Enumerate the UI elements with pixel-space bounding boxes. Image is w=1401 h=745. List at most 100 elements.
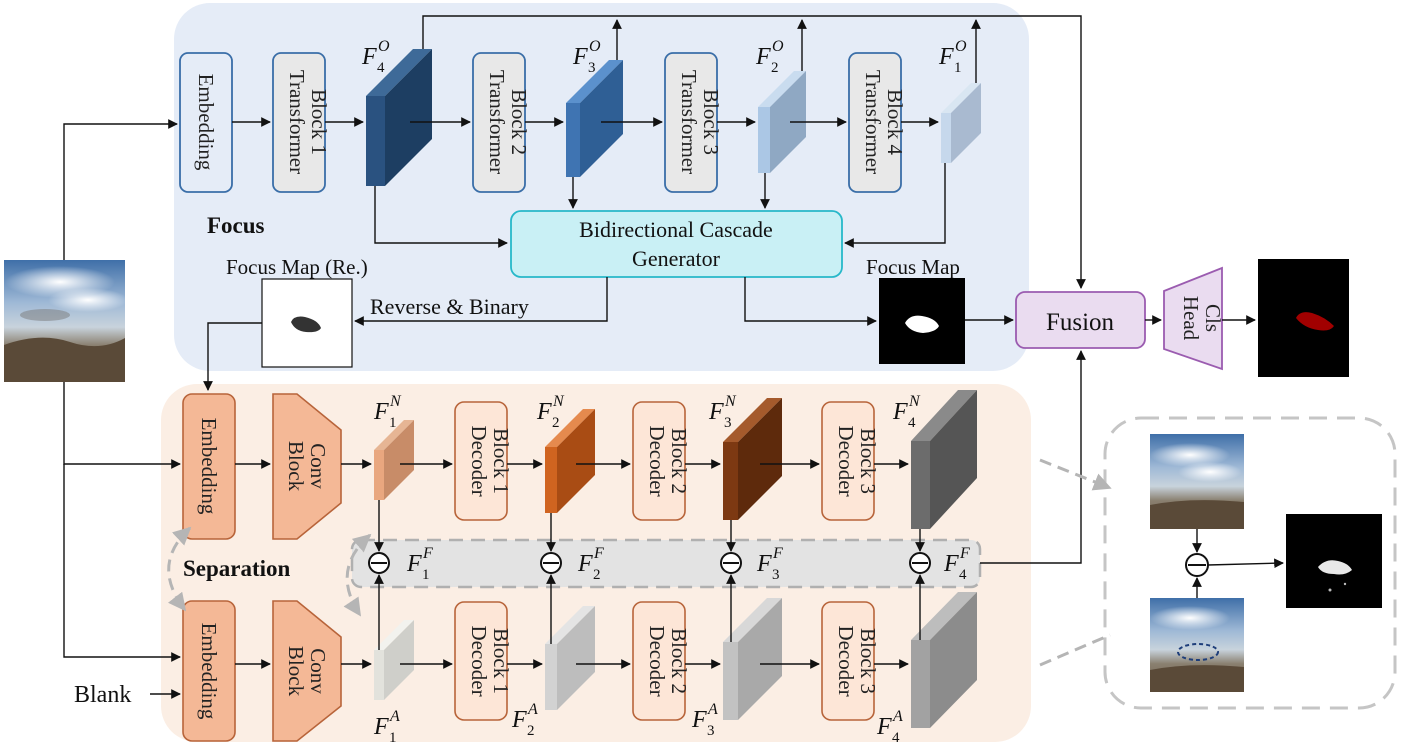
svg-text:F: F bbox=[755, 44, 771, 70]
svg-text:O: O bbox=[955, 38, 967, 55]
focus-map-re-label: Focus Map (Re.) bbox=[226, 255, 368, 279]
svg-text:1: 1 bbox=[422, 567, 430, 583]
output-mask-image bbox=[1258, 259, 1349, 377]
svg-text:2: 2 bbox=[552, 415, 560, 431]
svg-text:O: O bbox=[378, 38, 390, 55]
feature-f4-f-label: F F 4 bbox=[943, 545, 970, 583]
subtract-icon bbox=[720, 552, 742, 574]
fusion-label: Fusion bbox=[1046, 309, 1115, 336]
transformer-block-3: Transformer Block 3 bbox=[664, 52, 723, 193]
sep-embedding-bottom bbox=[182, 600, 236, 742]
feature-f4-o-block bbox=[366, 49, 432, 186]
svg-text:2: 2 bbox=[771, 60, 779, 76]
svg-text:1: 1 bbox=[954, 60, 962, 76]
svg-text:O: O bbox=[772, 38, 784, 55]
svg-text:A: A bbox=[389, 708, 400, 725]
svg-text:F: F bbox=[373, 714, 389, 740]
focus-section-label: Focus bbox=[207, 213, 265, 238]
svg-text:3: 3 bbox=[772, 567, 780, 583]
svg-text:Transformer: Transformer bbox=[861, 70, 885, 174]
decoder-block-2-top: Decoder Block 2 bbox=[632, 401, 691, 521]
svg-text:Decoder: Decoder bbox=[467, 625, 491, 696]
focus-map-re-image bbox=[261, 278, 353, 368]
feature-f2-o-block bbox=[758, 71, 806, 173]
svg-text:F: F bbox=[691, 707, 707, 733]
feature-f4-o-label: F O 4 bbox=[361, 38, 390, 76]
svg-text:A: A bbox=[527, 701, 538, 718]
svg-text:Block 3: Block 3 bbox=[856, 628, 880, 694]
blank-label: Blank bbox=[74, 682, 131, 708]
feature-f2-a-label: F A 2 bbox=[511, 701, 538, 739]
conv-block-top bbox=[272, 393, 342, 540]
transformer-block-1: Transformer Block 1 bbox=[272, 52, 331, 193]
feature-f1-o-block bbox=[941, 83, 981, 163]
illustration-result-image bbox=[1286, 514, 1382, 608]
svg-text:F: F bbox=[361, 44, 377, 70]
svg-text:Block: Block bbox=[284, 646, 308, 697]
decoder-block-3-bottom: Decoder Block 3 bbox=[821, 601, 880, 721]
svg-text:N: N bbox=[724, 393, 737, 410]
svg-text:Embedding: Embedding bbox=[197, 623, 221, 720]
svg-text:O: O bbox=[589, 38, 601, 55]
feature-f2-a-block bbox=[545, 606, 595, 710]
illustration-box bbox=[1103, 416, 1397, 710]
svg-text:Transformer: Transformer bbox=[677, 70, 701, 174]
feature-f4-n-label: F N 4 bbox=[892, 393, 921, 431]
svg-text:F: F bbox=[577, 551, 593, 577]
feature-f3-n-block bbox=[723, 398, 782, 520]
svg-text:F: F bbox=[943, 551, 959, 577]
svg-text:Decoder: Decoder bbox=[834, 425, 858, 496]
feature-f3-o-block bbox=[566, 60, 623, 177]
focus-embedding-label: Embedding bbox=[194, 74, 218, 171]
conv-block-bottom bbox=[272, 600, 342, 742]
feature-f1-n-label: F N 1 bbox=[373, 393, 402, 431]
svg-text:N: N bbox=[389, 393, 402, 410]
feature-f3-n-label: F N 3 bbox=[708, 393, 737, 431]
separation-section-label: Separation bbox=[183, 556, 291, 581]
svg-text:Transformer: Transformer bbox=[485, 70, 509, 174]
transformer-block-4: Transformer Block 4 bbox=[848, 52, 907, 193]
feature-f3-f-label: F F 3 bbox=[756, 545, 783, 583]
svg-text:F: F bbox=[708, 399, 724, 425]
svg-text:F: F bbox=[536, 399, 552, 425]
svg-text:A: A bbox=[892, 708, 903, 725]
svg-text:Decoder: Decoder bbox=[645, 425, 669, 496]
subtract-icon bbox=[368, 552, 390, 574]
svg-text:3: 3 bbox=[707, 723, 715, 739]
subtraction-band bbox=[350, 538, 982, 589]
feature-f3-a-label: F A 3 bbox=[691, 701, 718, 739]
svg-text:4: 4 bbox=[959, 567, 967, 583]
transformer-block-2: Transformer Block 2 bbox=[472, 52, 531, 193]
focus-map-label: Focus Map bbox=[866, 255, 960, 279]
svg-text:Block: Block bbox=[284, 441, 308, 492]
svg-text:F: F bbox=[892, 399, 908, 425]
feature-f4-n-block bbox=[911, 390, 977, 529]
svg-text:Decoder: Decoder bbox=[834, 625, 858, 696]
svg-text:Conv: Conv bbox=[306, 648, 330, 694]
svg-text:F: F bbox=[938, 44, 954, 70]
feature-f1-n-block bbox=[374, 420, 414, 500]
connectors bbox=[63, 15, 1284, 699]
feature-f1-o-label: F O 1 bbox=[938, 38, 967, 76]
subtract-icon bbox=[540, 552, 562, 574]
svg-text:F: F bbox=[406, 551, 422, 577]
feature-f2-o-label: F O 2 bbox=[755, 38, 784, 76]
dashed-connectors bbox=[167, 458, 1112, 667]
svg-text:F: F bbox=[593, 545, 604, 562]
svg-text:N: N bbox=[908, 393, 921, 410]
svg-text:F: F bbox=[772, 545, 783, 562]
feature-f4-a-block bbox=[911, 592, 977, 728]
cls-head-label-line2: Head bbox=[1179, 296, 1203, 341]
cls-head-block bbox=[1163, 266, 1223, 371]
feature-f4-a-label: F A 4 bbox=[876, 708, 903, 745]
feature-f2-n-block bbox=[545, 409, 595, 513]
svg-text:Block 2: Block 2 bbox=[667, 628, 691, 694]
feature-f3-a-block bbox=[723, 598, 782, 720]
input-image bbox=[4, 260, 128, 382]
svg-text:F: F bbox=[511, 707, 527, 733]
reverse-binary-label: Reverse & Binary bbox=[370, 294, 529, 319]
svg-text:F: F bbox=[959, 545, 970, 562]
svg-text:A: A bbox=[707, 701, 718, 718]
svg-text:Block 2: Block 2 bbox=[667, 428, 691, 494]
